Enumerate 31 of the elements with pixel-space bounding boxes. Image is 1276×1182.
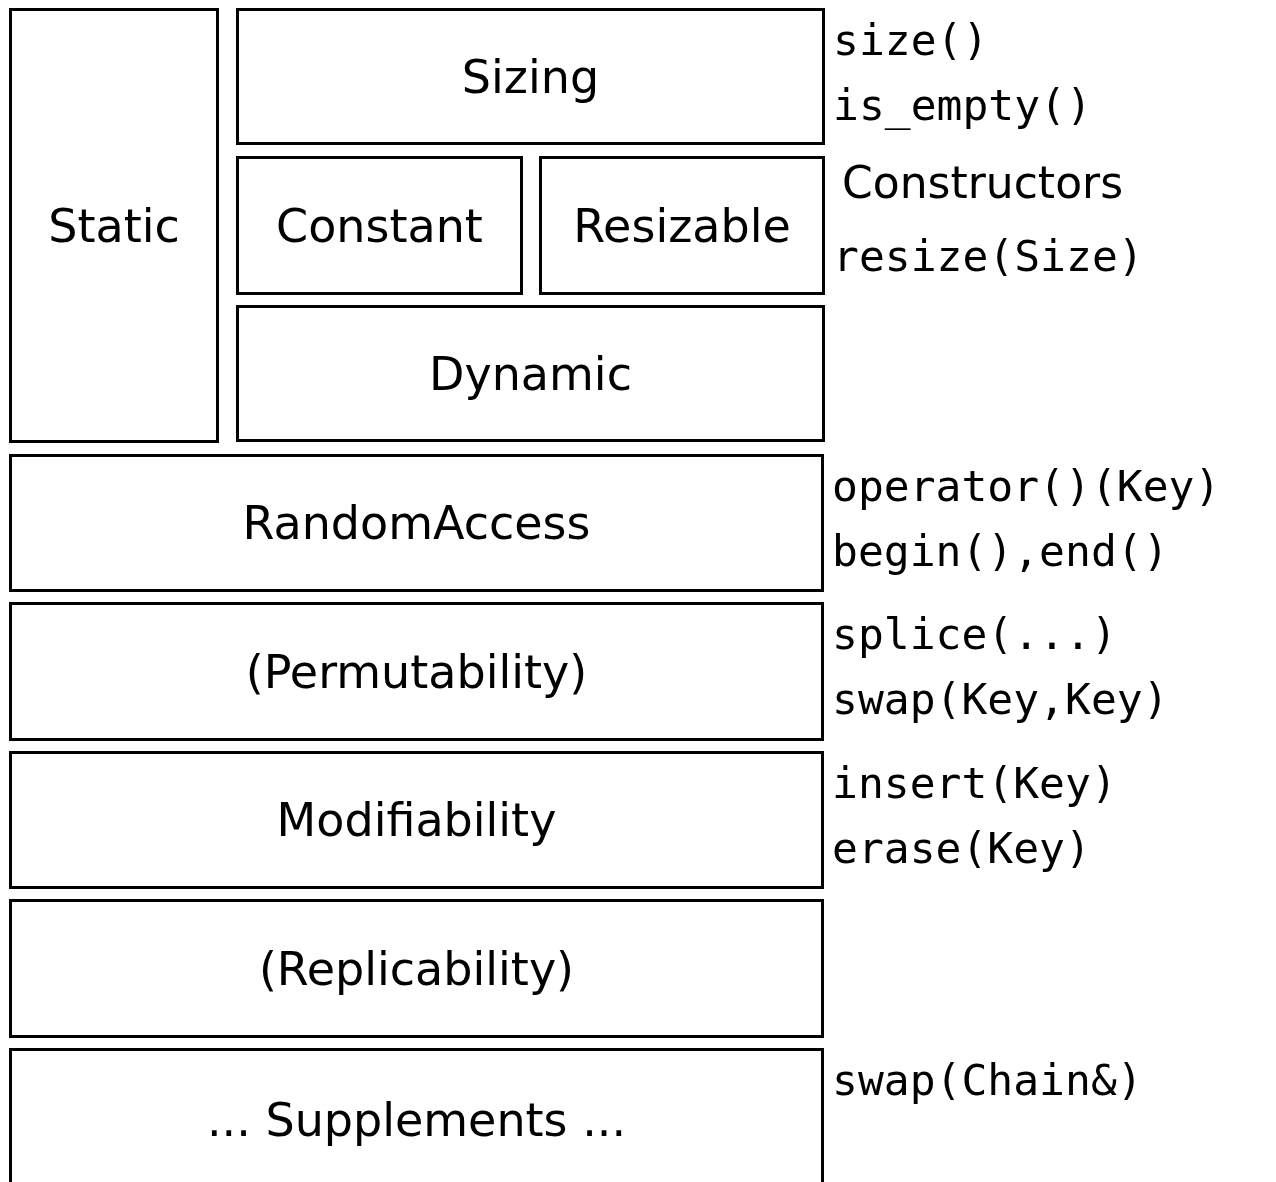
note-text: Constructors (842, 156, 1124, 210)
layer-name: Dynamic (429, 346, 632, 401)
layer-name: RandomAccess (242, 496, 591, 550)
layer-name: Resizable (573, 198, 791, 253)
layer-box (9, 899, 824, 1038)
method-signature: insert(Key) (832, 757, 1117, 810)
layer-name: Sizing (461, 49, 600, 104)
method-signature: swap(Key,Key) (832, 673, 1169, 726)
layer-name: Constant (276, 198, 483, 253)
layer-name: Modifiability (276, 793, 557, 847)
layer-box (236, 8, 825, 145)
method-signature: size() (833, 14, 990, 67)
layer-box (236, 305, 825, 442)
layer-name: (Permutability) (245, 644, 588, 699)
layer-box (9, 454, 824, 592)
layer-name: (Replicability) (258, 941, 575, 996)
layer-box (9, 8, 219, 443)
layer-box (539, 156, 825, 295)
layer-box (9, 1048, 824, 1182)
method-signature: is_empty() (833, 79, 1092, 132)
method-signature: operator()(Key) (832, 460, 1221, 513)
layer-name: ... Supplements ... (206, 1092, 627, 1147)
method-signature: swap(Chain&) (832, 1054, 1143, 1107)
method-signature: erase(Key) (832, 822, 1092, 875)
method-signature: resize(Size) (833, 230, 1144, 283)
layer-box (9, 602, 824, 741)
layer-box (236, 156, 523, 295)
method-signature: splice(...) (832, 608, 1118, 661)
layer-box (9, 751, 824, 889)
method-signature: begin(),end() (832, 525, 1170, 578)
layer-name: Static (48, 198, 180, 253)
